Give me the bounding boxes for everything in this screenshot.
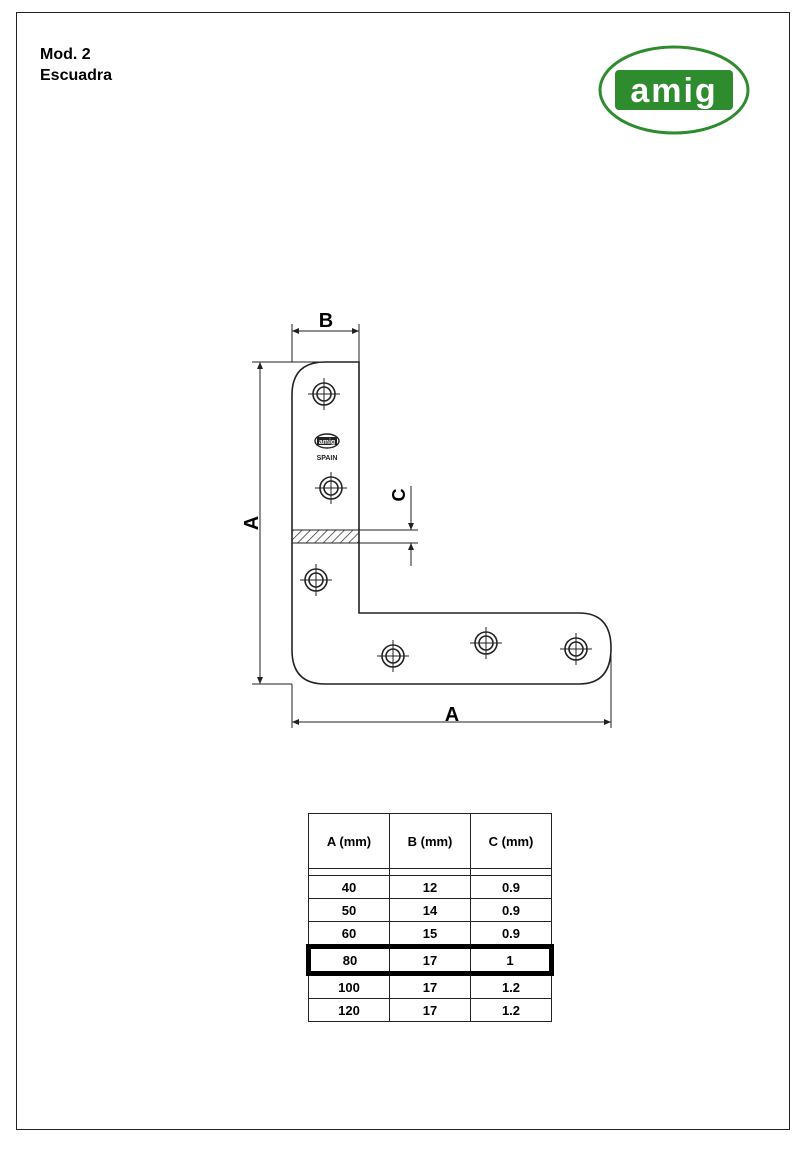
cell-b: 15 (389, 921, 471, 947)
table-spacer-row (308, 868, 552, 876)
column-header-b: B (mm) (389, 813, 471, 869)
table-row: 40 12 0.9 (308, 875, 552, 899)
cell-b: 17 (389, 944, 471, 976)
dimensions-table: A (mm) B (mm) C (mm) 40 12 0.9 50 14 0.9… (306, 813, 554, 1022)
dimension-b (291, 324, 360, 362)
cell-a: 60 (308, 921, 390, 947)
dimension-c (359, 486, 418, 566)
cell-c: 1.2 (470, 973, 552, 999)
cell-b: 17 (389, 973, 471, 999)
hole (300, 564, 332, 596)
cell-b: 12 (389, 875, 471, 899)
table-row: 100 17 1.2 (308, 973, 552, 999)
cell-c: 0.9 (470, 898, 552, 922)
table-row: 60 15 0.9 (308, 921, 552, 947)
table-header-row: A (mm) B (mm) C (mm) (308, 813, 552, 869)
cell-c: 0.9 (470, 921, 552, 947)
cell-a: 100 (308, 973, 390, 999)
hole (315, 472, 347, 504)
manufacturer-stamp: amig SPAIN (314, 433, 340, 462)
thickness-section (291, 529, 360, 544)
table-row-selected: 80 17 1 (306, 944, 554, 976)
hole (377, 640, 409, 672)
cell-b: 17 (389, 998, 471, 1022)
logo-text: amig (630, 72, 717, 110)
model-header: Mod. 2 Escuadra (40, 44, 112, 86)
dimension-a-vertical-label: A (241, 516, 263, 530)
dimension-a-horizontal (291, 648, 612, 728)
stamp-brand: amig (319, 439, 335, 446)
cell-b: 14 (389, 898, 471, 922)
amig-logo: amig (598, 45, 750, 135)
hole (470, 627, 502, 659)
cell-c: 1.2 (470, 998, 552, 1022)
hole (308, 378, 340, 410)
cell-c: 0.9 (470, 875, 552, 899)
cell-a: 40 (308, 875, 390, 899)
table-row: 50 14 0.9 (308, 898, 552, 922)
cell-a: 120 (308, 998, 390, 1022)
product-name: Escuadra (40, 67, 113, 84)
dimension-a-vertical (252, 361, 325, 685)
cell-a: 50 (308, 898, 390, 922)
column-header-a: A (mm) (308, 813, 390, 869)
hole (560, 633, 592, 665)
table-row: 120 17 1.2 (308, 998, 552, 1022)
dimension-b-label: B (319, 310, 333, 332)
cell-c: 1 (470, 944, 554, 976)
column-header-c: C (mm) (470, 813, 552, 869)
bracket-outline (291, 361, 612, 685)
model-number: Mod. 2 (40, 46, 91, 63)
drawing-sheet (16, 12, 790, 1130)
dimension-a-horizontal-label: A (445, 704, 459, 726)
cell-a: 80 (306, 944, 390, 976)
dimension-c-label: C (389, 489, 409, 502)
logo-plate (615, 70, 733, 110)
stamp-origin: SPAIN (317, 455, 338, 462)
